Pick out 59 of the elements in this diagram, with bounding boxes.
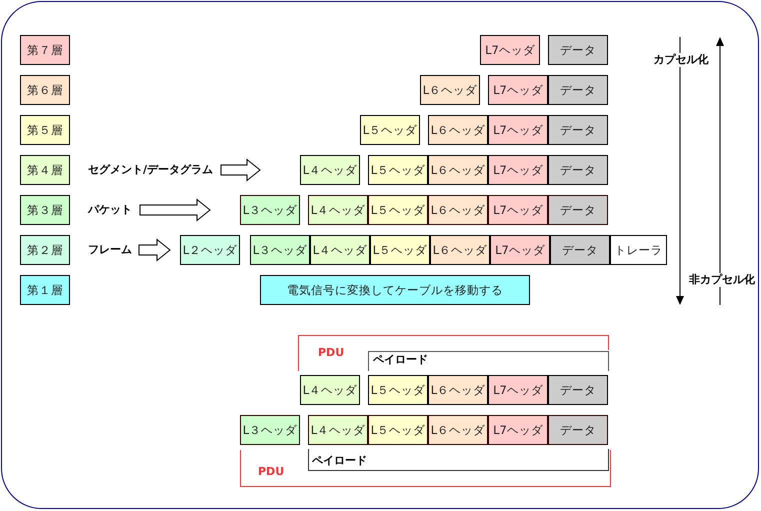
header-cell: L7ヘッダ: [490, 235, 550, 265]
block-arrow: [220, 158, 261, 182]
header-cell: L６ヘッダ: [428, 195, 488, 225]
header-cell: L４ヘッダ: [300, 375, 360, 405]
pdu-label: PDU: [318, 346, 344, 360]
block-arrow: [138, 238, 171, 262]
payload-label: ペイロード: [373, 353, 428, 367]
header-cell: L３ヘッダ: [240, 415, 300, 445]
header-cell: L４ヘッダ: [300, 155, 360, 185]
data-cell: データ: [548, 115, 608, 145]
data-cell: データ: [548, 75, 608, 105]
payload-label: ペイロード: [312, 454, 367, 468]
header-cell: L４ヘッダ: [308, 415, 368, 445]
data-cell: データ: [548, 375, 608, 405]
trailer-cell: トレーラ: [610, 235, 667, 265]
header-cell: L３ヘッダ: [240, 195, 300, 225]
header-cell: L7ヘッダ: [488, 75, 548, 105]
header-cell: L６ヘッダ: [428, 375, 488, 405]
header-cell: L５ヘッダ: [368, 375, 428, 405]
header-cell: L６ヘッダ: [428, 115, 488, 145]
header-cell: L7ヘッダ: [480, 35, 540, 65]
header-cell: L7ヘッダ: [488, 155, 548, 185]
layer-box: 第２層: [20, 235, 70, 265]
header-cell: L５ヘッダ: [368, 415, 428, 445]
data-cell: データ: [548, 155, 608, 185]
layer-box: 第６層: [20, 75, 70, 105]
unit-name: フレーム: [88, 243, 132, 257]
header-cell: L３ヘッダ: [250, 235, 310, 265]
block-arrow: [140, 198, 211, 222]
header-cell: L６ヘッダ: [428, 415, 488, 445]
header-cell: L５ヘッダ: [368, 195, 428, 225]
header-cell: L４ヘッダ: [308, 195, 368, 225]
data-cell: データ: [548, 415, 608, 445]
header-cell: L２ヘッダ: [180, 235, 240, 265]
layer-box: 第５層: [20, 115, 70, 145]
unit-name: セグメント/データグラム: [88, 163, 214, 177]
header-cell: L7ヘッダ: [488, 195, 548, 225]
layer-box: 第４層: [20, 155, 70, 185]
header-cell: L６ヘッダ: [428, 155, 488, 185]
data-cell: データ: [548, 35, 608, 65]
header-cell: L7ヘッダ: [488, 375, 548, 405]
header-cell: L６ヘッダ: [420, 75, 480, 105]
direction-label: カプセル化: [652, 53, 710, 67]
data-cell: データ: [548, 195, 608, 225]
header-cell: L7ヘッダ: [488, 115, 548, 145]
header-cell: L４ヘッダ: [310, 235, 370, 265]
unit-name: パケット: [88, 203, 132, 217]
header-cell: L５ヘッダ: [360, 115, 420, 145]
pdu-label: PDU: [258, 465, 284, 479]
direction-label: 非カプセル化: [687, 273, 757, 287]
data-cell: データ: [550, 235, 610, 265]
header-cell: L５ヘッダ: [368, 155, 428, 185]
header-cell: L7ヘッダ: [488, 415, 548, 445]
header-cell: L６ヘッダ: [430, 235, 490, 265]
header-cell: L５ヘッダ: [370, 235, 430, 265]
description-box: 電気信号に変換してケーブルを移動する: [260, 275, 530, 305]
layer-box: 第１層: [20, 275, 70, 305]
layer-box: 第７層: [20, 35, 70, 65]
layer-box: 第３層: [20, 195, 70, 225]
